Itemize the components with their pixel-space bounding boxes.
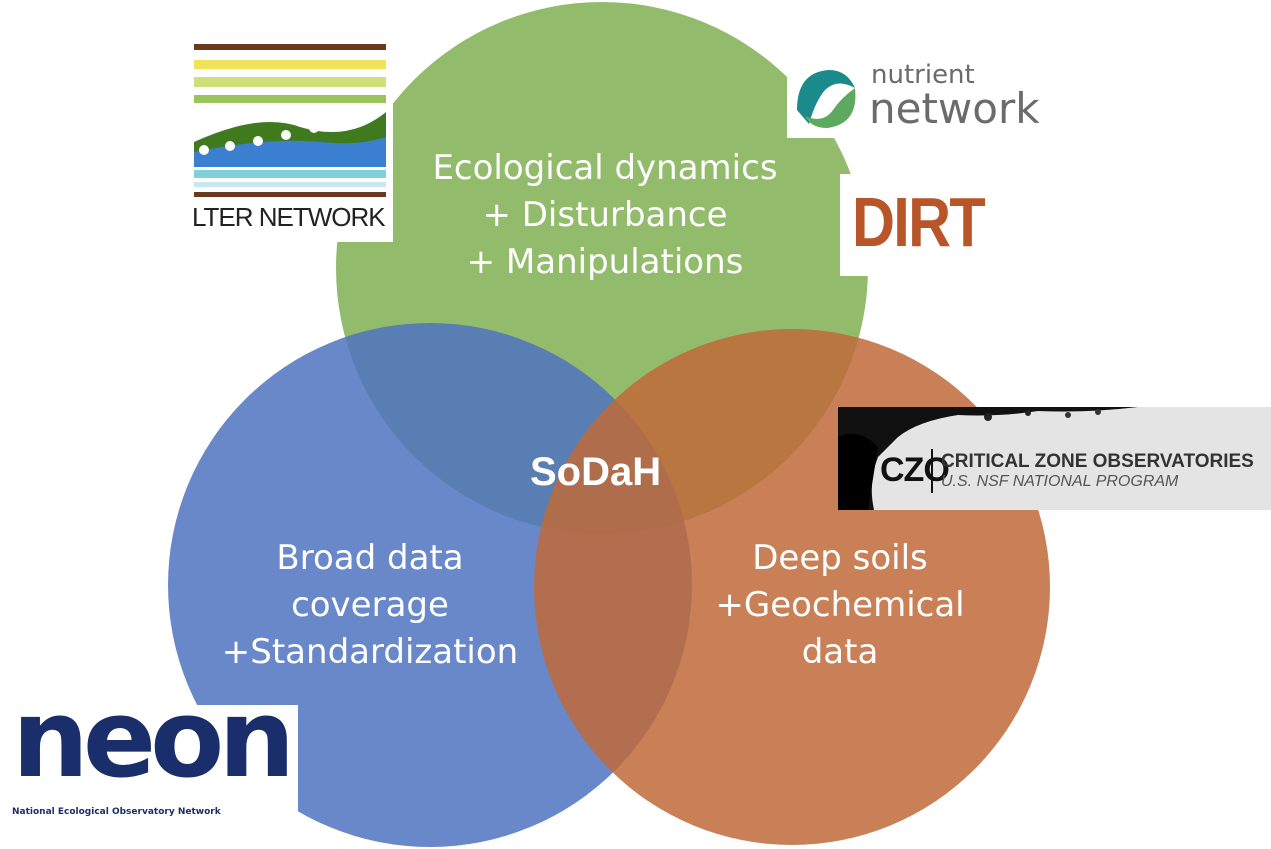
neon-wordmark: neon — [12, 677, 295, 802]
nutnet-leaf-icon — [797, 70, 856, 128]
label-ecological: Ecological dynamics + Disturbance + Mani… — [432, 148, 778, 282]
label-broad-data: Broad data coverage +Standardization — [221, 538, 519, 672]
czo-tree-silhouette-icon — [838, 407, 1271, 510]
lter-network-text: LTER NETWORK — [192, 202, 386, 232]
czo-separator — [931, 449, 933, 493]
czo-subtitle: U.S. NSF NATIONAL PROGRAM — [941, 473, 1179, 490]
circle-broad-data — [168, 323, 692, 847]
dirt-text: DIRT — [852, 183, 986, 261]
czo-banner-logo: CZO CRITICAL ZONE OBSERVATORIES U.S. NSF… — [838, 407, 1271, 510]
dirt-logo: DIRT — [840, 174, 1000, 276]
lter-network-logo: LTER NETWORK — [180, 42, 393, 242]
lter-landscape-icon — [194, 44, 386, 197]
center-label-sodah: SoDaH — [530, 450, 662, 494]
nutnet-text-line2: network — [869, 84, 1040, 133]
label-deep-soils: Deep soils +Geochemical data — [715, 538, 965, 672]
nutnet-text-line1: nutrient — [871, 60, 975, 90]
nutrient-network-logo: nutrient network — [787, 60, 1057, 138]
neon-subtitle: National Ecological Observatory Network — [12, 807, 221, 817]
neon-logo: neon National Ecological Observatory Net… — [4, 677, 298, 825]
czo-abbreviation: CZO — [880, 451, 950, 489]
czo-title: CRITICAL ZONE OBSERVATORIES — [941, 451, 1254, 472]
